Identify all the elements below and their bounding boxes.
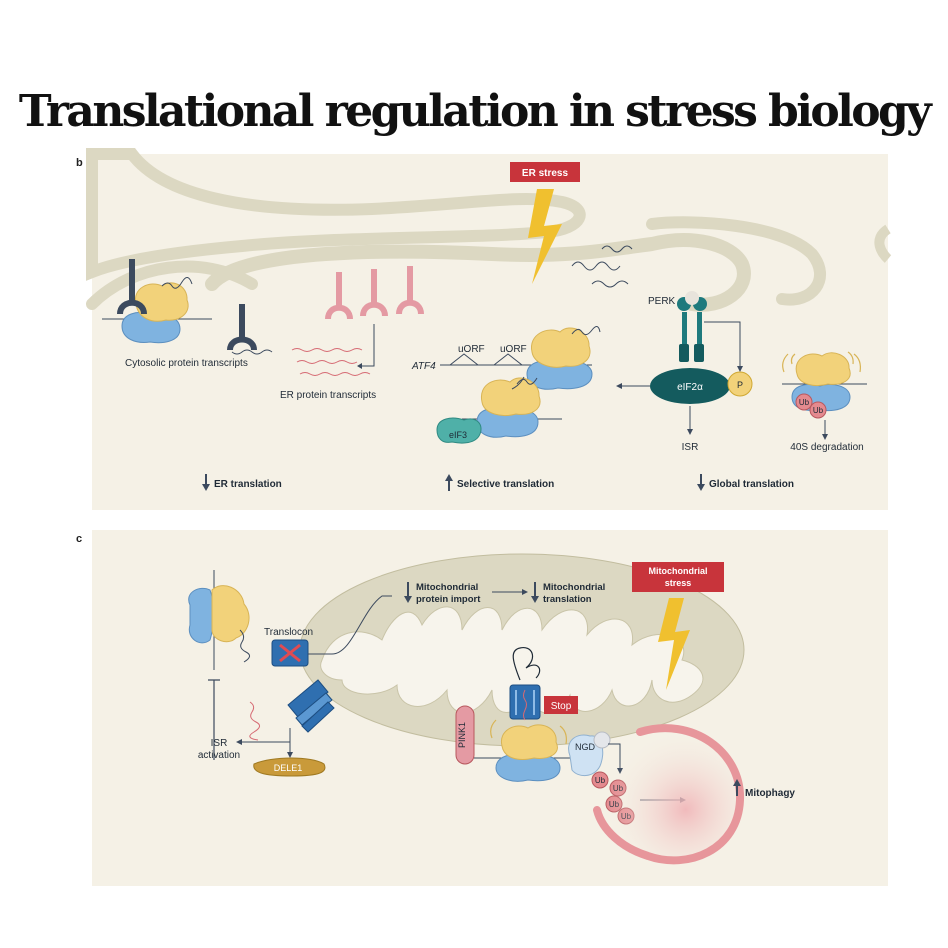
ribosome-mito-cytosolic bbox=[188, 585, 250, 663]
cytosolic-label: Cytosolic protein transcripts bbox=[125, 358, 248, 369]
panel-b-illustration: ER stress Cytosolic protein transcripts bbox=[86, 148, 892, 491]
receptor-pink-3 bbox=[396, 266, 424, 315]
receptor-pink-1 bbox=[325, 272, 353, 320]
mito-stress-badge bbox=[632, 562, 724, 592]
receptor-pink-2 bbox=[360, 269, 388, 317]
translocon-label: Translocon bbox=[264, 627, 313, 638]
panel-b-label: b bbox=[76, 157, 83, 169]
ribosome-degradation bbox=[782, 351, 861, 412]
summary-selective-translation: Selective translation bbox=[445, 474, 554, 491]
mitophagy-label: Mitophagy bbox=[745, 788, 795, 799]
stop-complex bbox=[509, 684, 541, 720]
translocon-link bbox=[308, 595, 392, 655]
er-membrane-far-right bbox=[874, 224, 892, 263]
summary-er-translation: ER translation bbox=[202, 474, 282, 491]
ribosome-atf4 bbox=[526, 326, 601, 390]
mito-stress-bolt-icon bbox=[658, 598, 690, 690]
isr-activation-line1: ISR bbox=[211, 738, 228, 749]
er-transcript-arrow bbox=[362, 324, 375, 367]
perk-receptor bbox=[677, 291, 707, 362]
rna-squiggle-1 bbox=[571, 261, 621, 271]
stop-loop bbox=[512, 646, 541, 681]
panel-c-mitochondrial-stress: Mitochondrial stress Mitochondrial prote… bbox=[92, 530, 888, 886]
uorf-label-1: uORF bbox=[458, 344, 485, 355]
er-membrane-edge bbox=[86, 260, 258, 310]
receptor-dark-2 bbox=[227, 304, 273, 355]
isr-label-b: ISR bbox=[682, 442, 699, 453]
ribosome-eif3 bbox=[462, 376, 562, 438]
summary-selective-translation-label: Selective translation bbox=[457, 479, 554, 490]
degradation-label: 40S degradation bbox=[790, 442, 863, 453]
er-membrane-right bbox=[646, 216, 826, 306]
eif3-factor bbox=[436, 417, 482, 444]
receptor-dark-1 bbox=[117, 259, 147, 315]
er-membrane-outer bbox=[86, 148, 586, 281]
mitochondrion-cristae bbox=[320, 606, 704, 714]
mitophagy-glow bbox=[604, 728, 740, 864]
summary-global-translation-label: Global translation bbox=[709, 479, 794, 490]
stop-badge bbox=[544, 696, 578, 714]
ribosome-stalled bbox=[490, 719, 567, 782]
pink1-protein bbox=[455, 705, 475, 765]
channel-complex bbox=[287, 679, 335, 733]
panel-c-label: c bbox=[76, 533, 83, 545]
ub-b-1-label: Ub bbox=[799, 398, 810, 407]
mito-translation-line1: Mitochondrial bbox=[543, 582, 605, 593]
dele1-protein bbox=[253, 757, 326, 777]
dele1-label: DELE1 bbox=[274, 763, 303, 773]
page-title: Translational regulation in stress biolo… bbox=[18, 86, 932, 137]
eif2a-factor bbox=[650, 368, 730, 404]
isr-inhibit-line bbox=[208, 679, 220, 760]
er-membrane-lumen bbox=[205, 233, 751, 312]
stop-label: Stop bbox=[551, 701, 572, 712]
isr-activation-line2: activation bbox=[198, 750, 240, 761]
ub-c-1-label: Ub bbox=[595, 776, 606, 785]
er-transcripts-wave bbox=[291, 348, 371, 376]
ub-b-2 bbox=[809, 401, 827, 419]
er-stress-label: ER stress bbox=[522, 168, 569, 179]
er-stress-badge bbox=[510, 162, 580, 182]
rna-escape bbox=[249, 701, 260, 741]
er-stress-bolt-icon bbox=[528, 189, 562, 284]
perk-to-p-arrow bbox=[704, 321, 741, 366]
eif3-label: eIF3 bbox=[449, 430, 467, 440]
phospho-p bbox=[727, 371, 753, 397]
ngd-label: NGD bbox=[575, 742, 596, 752]
summary-er-translation-label: ER translation bbox=[214, 479, 282, 490]
er-transcripts-label: ER protein transcripts bbox=[280, 390, 376, 401]
mitophagosome-arc bbox=[593, 724, 745, 865]
panel-b-er-stress: ER stress Cytosolic protein transcripts bbox=[86, 148, 892, 510]
perk-label: PERK bbox=[648, 296, 676, 307]
mito-stress-line1: Mitochondrial bbox=[649, 566, 708, 576]
atf4-label: ATF4 bbox=[411, 361, 436, 372]
pink1-label: PINK1 bbox=[457, 722, 467, 748]
rna-squiggle-2 bbox=[591, 280, 629, 288]
mito-import-line2: protein import bbox=[416, 594, 481, 605]
ub-b-1 bbox=[795, 393, 813, 411]
rna-squiggle-3 bbox=[601, 245, 633, 253]
eif2a-label: eIF2α bbox=[677, 382, 703, 393]
mito-stress-line2: stress bbox=[665, 578, 692, 588]
uorf-label-2: uORF bbox=[500, 344, 527, 355]
phospho-p-label: P bbox=[737, 380, 743, 390]
ribosome-cytosolic bbox=[121, 277, 193, 344]
mito-translation-line2: translation bbox=[543, 594, 592, 605]
summary-global-translation: Global translation bbox=[697, 474, 794, 491]
ub-b-2-label: Ub bbox=[813, 406, 824, 415]
mito-import-line1: Mitochondrial bbox=[416, 582, 478, 593]
translocon-blocked-icon bbox=[279, 643, 301, 663]
panel-c-illustration: Mitochondrial stress Mitochondrial prote… bbox=[188, 553, 795, 865]
